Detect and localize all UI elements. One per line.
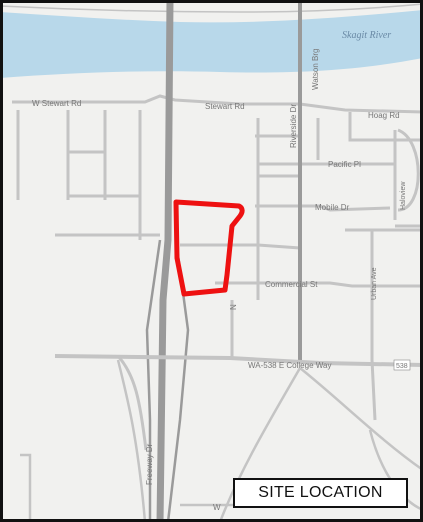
site-location-label: SITE LOCATION: [233, 478, 408, 508]
label-riverside: Riverside Dr: [289, 104, 298, 148]
river: [0, 10, 423, 78]
road-east-4: [348, 112, 423, 142]
label-college-way: WA-538 E College Way: [248, 361, 331, 370]
label-college-way-shield: 538: [396, 363, 408, 370]
label-mobile: Mobile Dr: [315, 203, 350, 212]
road-mobile: [255, 204, 391, 212]
road-college-way-ramp: [116, 355, 148, 451]
label-pacific: Pacific Pl: [328, 160, 361, 169]
label-haloview: Haloview: [400, 181, 407, 210]
label-stewart: Stewart Rd: [205, 102, 245, 111]
label-w-bottom: W: [213, 503, 221, 512]
road-east-loop: [397, 128, 420, 212]
label-freeway-dr: Freeway Dr: [145, 443, 154, 485]
college-way-shield-box: [393, 359, 411, 371]
map-labels: Skagit River W Stewart Rd Stewart Rd Hoa…: [32, 30, 411, 512]
road-stewart: [12, 94, 423, 114]
site-outline: [173, 199, 245, 297]
label-w-stewart: W Stewart Rd: [32, 99, 81, 108]
local-roads: [12, 94, 423, 421]
label-commercial: Commercial St: [265, 280, 318, 289]
road-commercial: [215, 281, 423, 288]
label-n-street: N: [229, 304, 238, 310]
label-watson: Watson Brg: [311, 49, 320, 91]
road-urban: [370, 230, 377, 421]
label-skagit-river: Skagit River: [342, 30, 391, 41]
road-college-way: [54, 354, 423, 367]
river-top-bank: [0, 3, 423, 13]
label-hoag: Hoag Rd: [368, 111, 400, 120]
label-urban: Urban Ave: [371, 267, 378, 300]
